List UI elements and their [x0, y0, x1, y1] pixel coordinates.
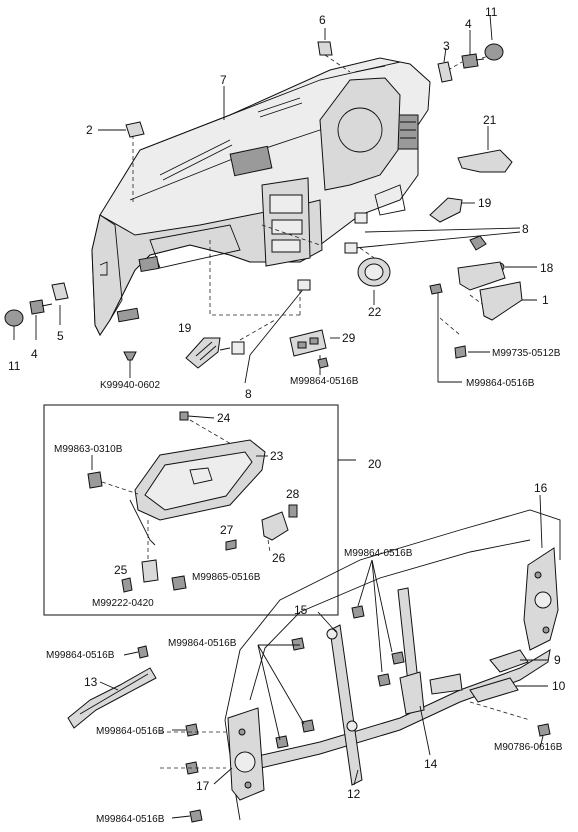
callout-16: 16	[534, 481, 548, 495]
right-side-bracket-16	[523, 547, 559, 651]
callout-4-left: 4	[31, 347, 38, 361]
callout-12: 12	[347, 787, 361, 801]
callout-28: 28	[286, 487, 300, 501]
upper-callout-lines	[13, 14, 537, 384]
dashboard-panel	[91, 57, 431, 336]
part-number-m99735: M99735-0512B	[492, 348, 561, 359]
glovebox-inset-box	[43, 404, 356, 616]
callout-19-right: 19	[478, 196, 492, 210]
callout-10: 10	[552, 679, 566, 693]
upper-small-parts	[4, 41, 523, 369]
callout-22: 22	[368, 305, 382, 319]
callout-6: 6	[319, 13, 326, 27]
callout-25: 25	[114, 563, 128, 577]
part-number-k99940: K99940-0602	[100, 380, 160, 391]
part-number-m99864-top: M99864-0516B	[344, 548, 413, 559]
callout-3: 3	[443, 39, 450, 53]
callout-5: 5	[57, 329, 64, 343]
callout-numbers: 1 2 3 4 4 5 6 7 8 8 9 10 11 11 12 13 14 …	[8, 5, 566, 801]
callout-1: 1	[542, 293, 549, 307]
glovebox-parts	[87, 411, 298, 593]
callout-20: 20	[368, 457, 382, 471]
lower-callout-lines	[99, 494, 548, 819]
callout-11-top: 11	[485, 5, 498, 19]
callout-21: 21	[483, 113, 497, 127]
callout-26: 26	[272, 551, 286, 565]
part-number-m99864-low: M99864-0516B	[96, 726, 165, 737]
callout-13: 13	[84, 675, 98, 689]
part-number-m99864-right: M99864-0516B	[466, 378, 535, 389]
callout-17: 17	[196, 779, 210, 793]
callout-8-left: 8	[245, 387, 252, 401]
callout-19-left: 19	[178, 321, 192, 335]
left-side-bracket-17	[227, 707, 265, 801]
callout-4-top: 4	[465, 17, 472, 31]
part-number-m99863: M99863-0310B	[54, 444, 123, 455]
callout-27: 27	[220, 523, 234, 537]
part-number-m99864-29: M99864-0516B	[290, 376, 359, 387]
lower-screws	[137, 605, 551, 823]
callout-2: 2	[86, 123, 93, 137]
callout-23: 23	[270, 449, 284, 463]
callout-14: 14	[424, 757, 438, 771]
part-number-m99864-mid: M99864-0516B	[168, 638, 237, 649]
callout-9: 9	[554, 653, 561, 667]
callout-8-right: 8	[522, 222, 529, 236]
callout-15: 15	[294, 603, 308, 617]
callout-7: 7	[220, 73, 227, 87]
part-number-labels: M99735-0512B M99864-0516B K99940-0602 M9…	[46, 348, 563, 825]
callout-18: 18	[540, 261, 554, 275]
part-number-m99865: M99865-0516B	[192, 572, 261, 583]
part-number-m99864-left: M99864-0516B	[46, 650, 115, 661]
callout-29: 29	[342, 331, 356, 345]
callout-24: 24	[217, 411, 231, 425]
part-number-m99864-bottom: M99864-0516B	[96, 814, 165, 825]
part-number-m99222: M99222-0420	[92, 598, 154, 609]
part-number-m90786: M90786-0616B	[494, 742, 563, 753]
lower-brackets	[67, 649, 529, 729]
callout-11-left: 11	[8, 359, 21, 373]
